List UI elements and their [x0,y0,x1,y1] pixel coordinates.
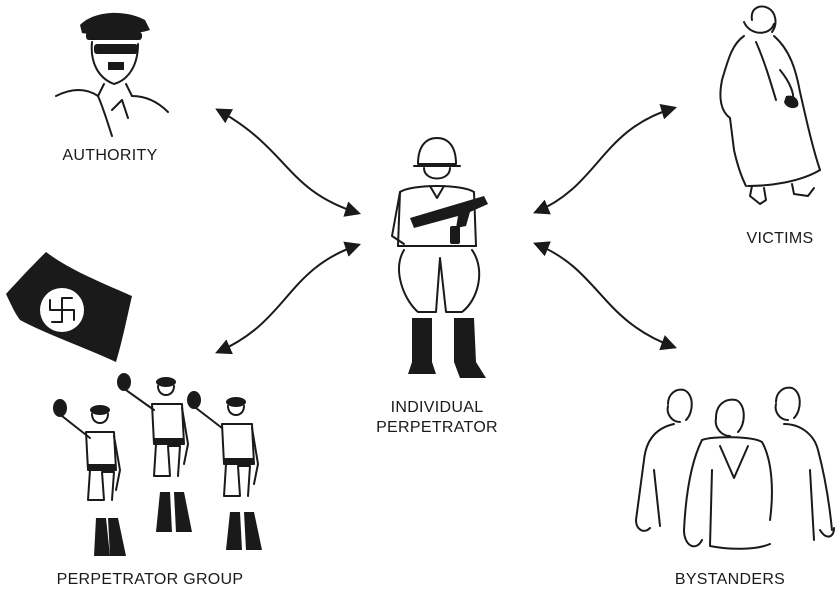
bystander-center [683,398,773,550]
arrow-victims-individual [533,103,678,215]
perpetrator-group-label: PERPETRATOR GROUP [56,571,244,588]
swastika-flag-icon [6,252,132,362]
coated-figure-icon [719,5,821,205]
bystander-left [635,388,693,532]
individual-perpetrator-label: INDIVIDUAL PERPETRATOR [362,398,512,438]
individual-label-line2: PERPETRATOR [376,419,498,436]
victims-label: VICTIMS [746,230,814,247]
saluting-soldiers-icon [53,373,262,556]
arrow-bystanders-individual [533,241,678,351]
saluting-soldier-2 [117,373,192,532]
officer-portrait-icon [55,12,169,137]
saluting-soldier-3 [187,391,262,550]
individual-label-line1: INDIVIDUAL [390,399,484,416]
bystander-right [774,386,835,541]
saluting-soldier-1 [53,399,126,556]
crowd-icon [635,386,835,550]
armed-soldier-icon [391,137,488,378]
authority-label: AUTHORITY [62,147,158,164]
arrow-authority-individual [215,108,362,217]
arrow-group-individual [215,241,362,355]
bystanders-label: BYSTANDERS [674,571,786,588]
